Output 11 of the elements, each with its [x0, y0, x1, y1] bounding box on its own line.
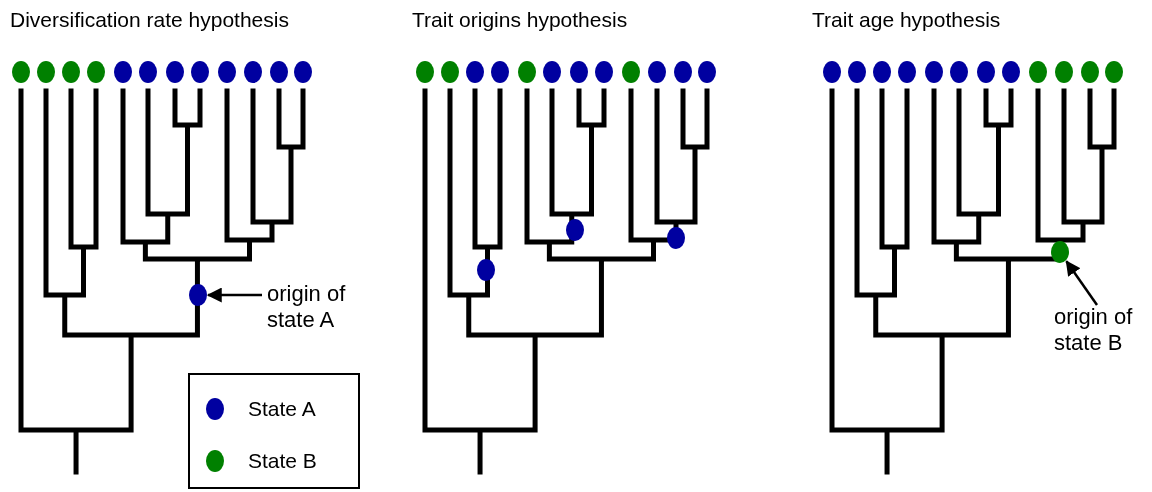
legend-label: State A: [248, 397, 316, 421]
arrow: [1065, 260, 1099, 306]
panel-title: Diversification rate hypothesis: [10, 8, 289, 32]
annotation-text: origin of state A: [267, 281, 367, 333]
origin-dot: [189, 284, 207, 306]
origin-dot: [1051, 241, 1069, 263]
panel-title: Trait origins hypothesis: [412, 8, 628, 32]
arrow: [206, 287, 262, 303]
panel-title: Trait age hypothesis: [812, 8, 1001, 32]
legend-label: State B: [248, 449, 317, 473]
annotation-text: origin of state B: [1054, 304, 1152, 356]
